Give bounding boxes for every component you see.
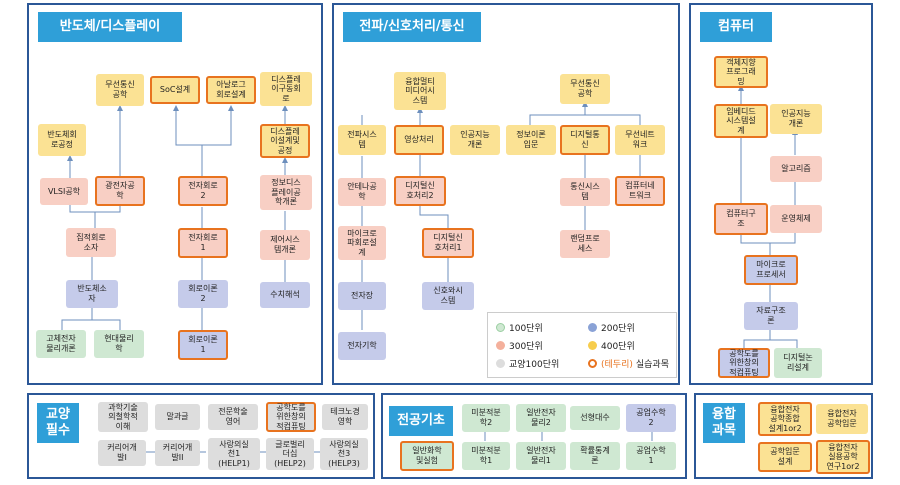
node-help2: 글로벌리 더십 (HELP2) [266, 438, 314, 470]
node-help3: 사랑의실 천3 (HELP3) [320, 438, 368, 470]
node-wireless-comm-eng: 무선통신 공학 [560, 74, 610, 104]
node-dsp1: 디지털신 호처리1 [422, 228, 474, 258]
node-computer-network: 컴퓨터네 트워크 [615, 176, 665, 206]
node-analog-design: 아날로그 회로설계 [206, 76, 256, 104]
legend-lab: (테두리) 실습과목 [588, 357, 669, 370]
node-microwave: 마이크로 파회로설 계 [338, 226, 386, 260]
node-eng-math2: 공업수학 2 [626, 404, 676, 432]
node-electric-sys: 전파시스 템 [338, 125, 386, 155]
node-elec-circuit1: 전자회로 1 [178, 228, 228, 258]
legend-lab-text: 실습과목 [635, 360, 669, 370]
node-semi-process: 반도체회 로공정 [38, 124, 86, 156]
node-semi-device: 반도체소 자 [66, 280, 118, 308]
node-multimedia: 융합멀티 미디어시 스템 [394, 72, 446, 110]
node-operating-system: 운영체제 [770, 205, 822, 233]
node-embedded: 임베디드 시스템설 계 [714, 104, 768, 138]
node-career2: 커리어개 발II [155, 440, 200, 466]
node-sci-philosophy: 과학기술 의철학적 이해 [98, 402, 148, 432]
legend: 100단위 200단위 300단위 400단위 교양100단위 (테두리) 실습… [487, 312, 677, 378]
node-data-structure: 자료구조 론 [744, 302, 798, 330]
node-calculus2: 미분적분 학2 [462, 404, 510, 432]
node-physics1: 일반전자 물리1 [516, 442, 566, 470]
node-display-manufacturing: 디스플레 이설계및 공정 [260, 124, 310, 158]
legend-lab-paren: (테두리) [601, 360, 633, 370]
node-creative-computing: 공학도를 위한창의 적컴퓨팅 [718, 348, 770, 378]
node-elec-circuit2: 전자회로 2 [178, 176, 228, 206]
legend-100: 100단위 [496, 321, 543, 334]
node-digital-comm: 디지털통 신 [560, 125, 610, 155]
node-physics2: 일반전자 물리2 [516, 404, 566, 432]
node-help1: 사랑의실 천1 (HELP1) [208, 438, 260, 470]
node-oop: 객체지향 프로그래 밍 [714, 56, 768, 88]
node-speech-writing: 말과글 [155, 404, 200, 430]
node-ai-intro-signal: 인공지능 개론 [450, 125, 500, 155]
node-circuit-theory2: 회로이론 2 [178, 280, 228, 308]
legend-gray-label: 교양100단위 [509, 360, 560, 370]
legend-lab-dot [588, 359, 597, 368]
node-em-field: 전자장 [338, 282, 386, 310]
node-prof-english: 전문학술 영어 [208, 404, 258, 430]
node-integrated-circuit: 집적회로 소자 [66, 228, 116, 257]
panel-title-fusion: 융합 과목 [703, 403, 745, 443]
panel-liberal-arts [27, 393, 375, 479]
panel-title-basics: 전공기초 [389, 406, 453, 436]
node-capstone-design: 융합전자 공학종합 설계1or2 [758, 402, 812, 436]
legend-gray-dot [496, 359, 505, 368]
node-microprocessor: 마이크로 프로세서 [744, 255, 798, 285]
legend-300-dot [496, 341, 505, 350]
node-computer-arch: 컴퓨터구 조 [714, 203, 768, 235]
node-soc-design: SoC설계 [150, 76, 200, 104]
node-eng-design-intro: 공학입문 설계 [758, 442, 812, 472]
node-vlsi: VLSI공학 [40, 178, 88, 205]
node-signals-systems: 신호와시 스템 [422, 282, 474, 310]
node-solid-state: 고체전자 물리개론 [36, 330, 86, 358]
legend-100-label: 100단위 [509, 324, 543, 334]
legend-300: 300단위 [496, 339, 543, 352]
node-comm-system: 통신시스 템 [560, 178, 610, 206]
node-digital-logic: 디지털논 리설계 [774, 348, 822, 378]
node-numerical-analysis: 수치해석 [260, 282, 310, 308]
node-techno-management: 테크노경 영학 [322, 404, 368, 430]
legend-200-dot [588, 323, 597, 332]
node-calculus1: 미분적분 학1 [462, 442, 510, 470]
node-eng-math1: 공업수학 1 [626, 442, 676, 470]
panel-title-computer: 컴퓨터 [700, 12, 772, 42]
node-dsp2: 디지털신 호처리2 [394, 176, 446, 206]
node-optoelectronics: 광전자공 학 [95, 176, 145, 206]
legend-400-label: 400단위 [601, 342, 635, 352]
node-ai-intro-computer: 인공지능 개론 [770, 104, 822, 134]
node-chem-lab: 일반화학 및실험 [400, 441, 454, 471]
node-info-theory: 정보이론 입문 [506, 125, 556, 155]
panel-title-semi: 반도체/디스플레이 [38, 12, 182, 42]
node-creative-computing-liberal: 공학도를 위한창의 적컴퓨팅 [266, 402, 316, 432]
node-info-display: 정보디스 플레이공 학개론 [260, 175, 312, 210]
node-modern-physics: 현대물리 학 [94, 330, 144, 358]
legend-400: 400단위 [588, 339, 635, 352]
node-display-interface: 디스플레 이구동회 로 [260, 72, 312, 106]
node-career1: 커리어개 발I [98, 440, 146, 466]
legend-400-dot [588, 341, 597, 350]
node-probability: 확률통계 론 [570, 442, 620, 470]
panel-title-signal: 전파/신호처리/통신 [343, 12, 481, 42]
node-electromagnetics: 전자기학 [338, 332, 386, 360]
node-circuit-theory1: 회로이론 1 [178, 330, 228, 360]
legend-gray: 교양100단위 [496, 357, 559, 370]
node-wireless-eng-semi: 무선통신 공학 [96, 74, 144, 106]
panel-title-liberal: 교양 필수 [37, 403, 79, 443]
node-linear-algebra: 선형대수 [570, 406, 620, 430]
legend-100-dot [496, 323, 505, 332]
node-practical-research: 융합전자 실용공학 연구1or2 [816, 440, 870, 474]
legend-300-label: 300단위 [509, 342, 543, 352]
node-fusion-intro: 융합전자 공학입문 [816, 404, 868, 434]
legend-200-label: 200단위 [601, 324, 635, 334]
node-antenna: 안테나공 학 [338, 178, 386, 206]
node-image-processing: 영상처리 [394, 125, 444, 155]
node-wireless-network: 무선네트 워크 [615, 125, 665, 155]
node-random-process: 랜덤프로 세스 [560, 230, 610, 258]
legend-200: 200단위 [588, 321, 635, 334]
node-control-sys: 제어시스 템개론 [260, 230, 310, 260]
node-algorithm: 알고리즘 [770, 156, 822, 182]
